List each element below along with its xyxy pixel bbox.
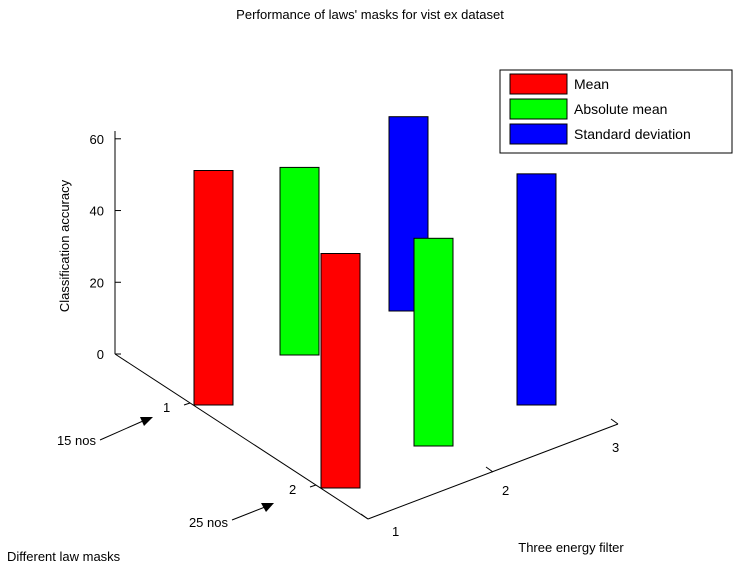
z-tick-label: 20: [90, 275, 104, 290]
bar-absolute-mean-mask2-filter2: [413, 237, 454, 447]
annotation-25-nos-arrow: [231, 506, 266, 521]
annotation-15-nos-text: 15 nos: [57, 433, 97, 448]
bar-absolute-mean-mask1-filter2: [279, 166, 320, 356]
legend-swatch: [509, 123, 568, 145]
annotation-25-nos: 25 nos: [189, 503, 274, 530]
bar-mean-mask2-filter1: [320, 253, 361, 489]
z-tick-label: 60: [90, 132, 104, 147]
z-tick-label: 0: [97, 347, 104, 362]
legend-swatch: [509, 98, 568, 120]
legend-label: Absolute mean: [574, 101, 667, 117]
energy-filter-tick-label: 2: [502, 483, 509, 498]
annotation-25-nos-arrowhead: [261, 503, 274, 512]
law-mask-tick-label: 1: [163, 400, 170, 415]
z-tick-label: 40: [90, 204, 104, 219]
annotation-15-nos-arrowhead: [140, 417, 153, 426]
legend-swatch: [509, 73, 568, 95]
depth-axis-line: [114, 353, 369, 520]
chart-title: Performance of laws' masks for vist ex d…: [236, 7, 504, 22]
legend-label: Standard deviation: [574, 126, 691, 142]
axis-ticks: 1 2 1 2 3: [163, 400, 619, 539]
energy-filter-tick-label: 3: [612, 440, 619, 455]
law-mask-tick: [309, 484, 317, 488]
annotation-15-nos: 15 nos: [57, 417, 153, 448]
law-mask-tick: [183, 402, 191, 406]
annotation-25-nos-text: 25 nos: [189, 515, 229, 530]
energy-filter-tick: [360, 513, 369, 520]
energy-axis-label: Three energy filter: [518, 540, 624, 555]
law-mask-tick-label: 2: [289, 482, 296, 497]
legend-label: Mean: [574, 76, 609, 92]
bar-standard-deviation-mask2-filter3: [516, 173, 557, 406]
energy-filter-tick-label: 1: [392, 524, 399, 539]
bars: [193, 116, 557, 489]
depth-axis-label: Different law masks: [7, 549, 121, 564]
z-axis-label: Classification accuracy: [57, 179, 72, 312]
bar-mean-mask1-filter1: [193, 170, 234, 406]
z-ticks: 0 20 40 60: [90, 132, 121, 362]
energy-filter-tick: [610, 418, 619, 425]
energy-filter-tick: [485, 466, 494, 473]
annotation-15-nos-arrow: [99, 420, 144, 441]
